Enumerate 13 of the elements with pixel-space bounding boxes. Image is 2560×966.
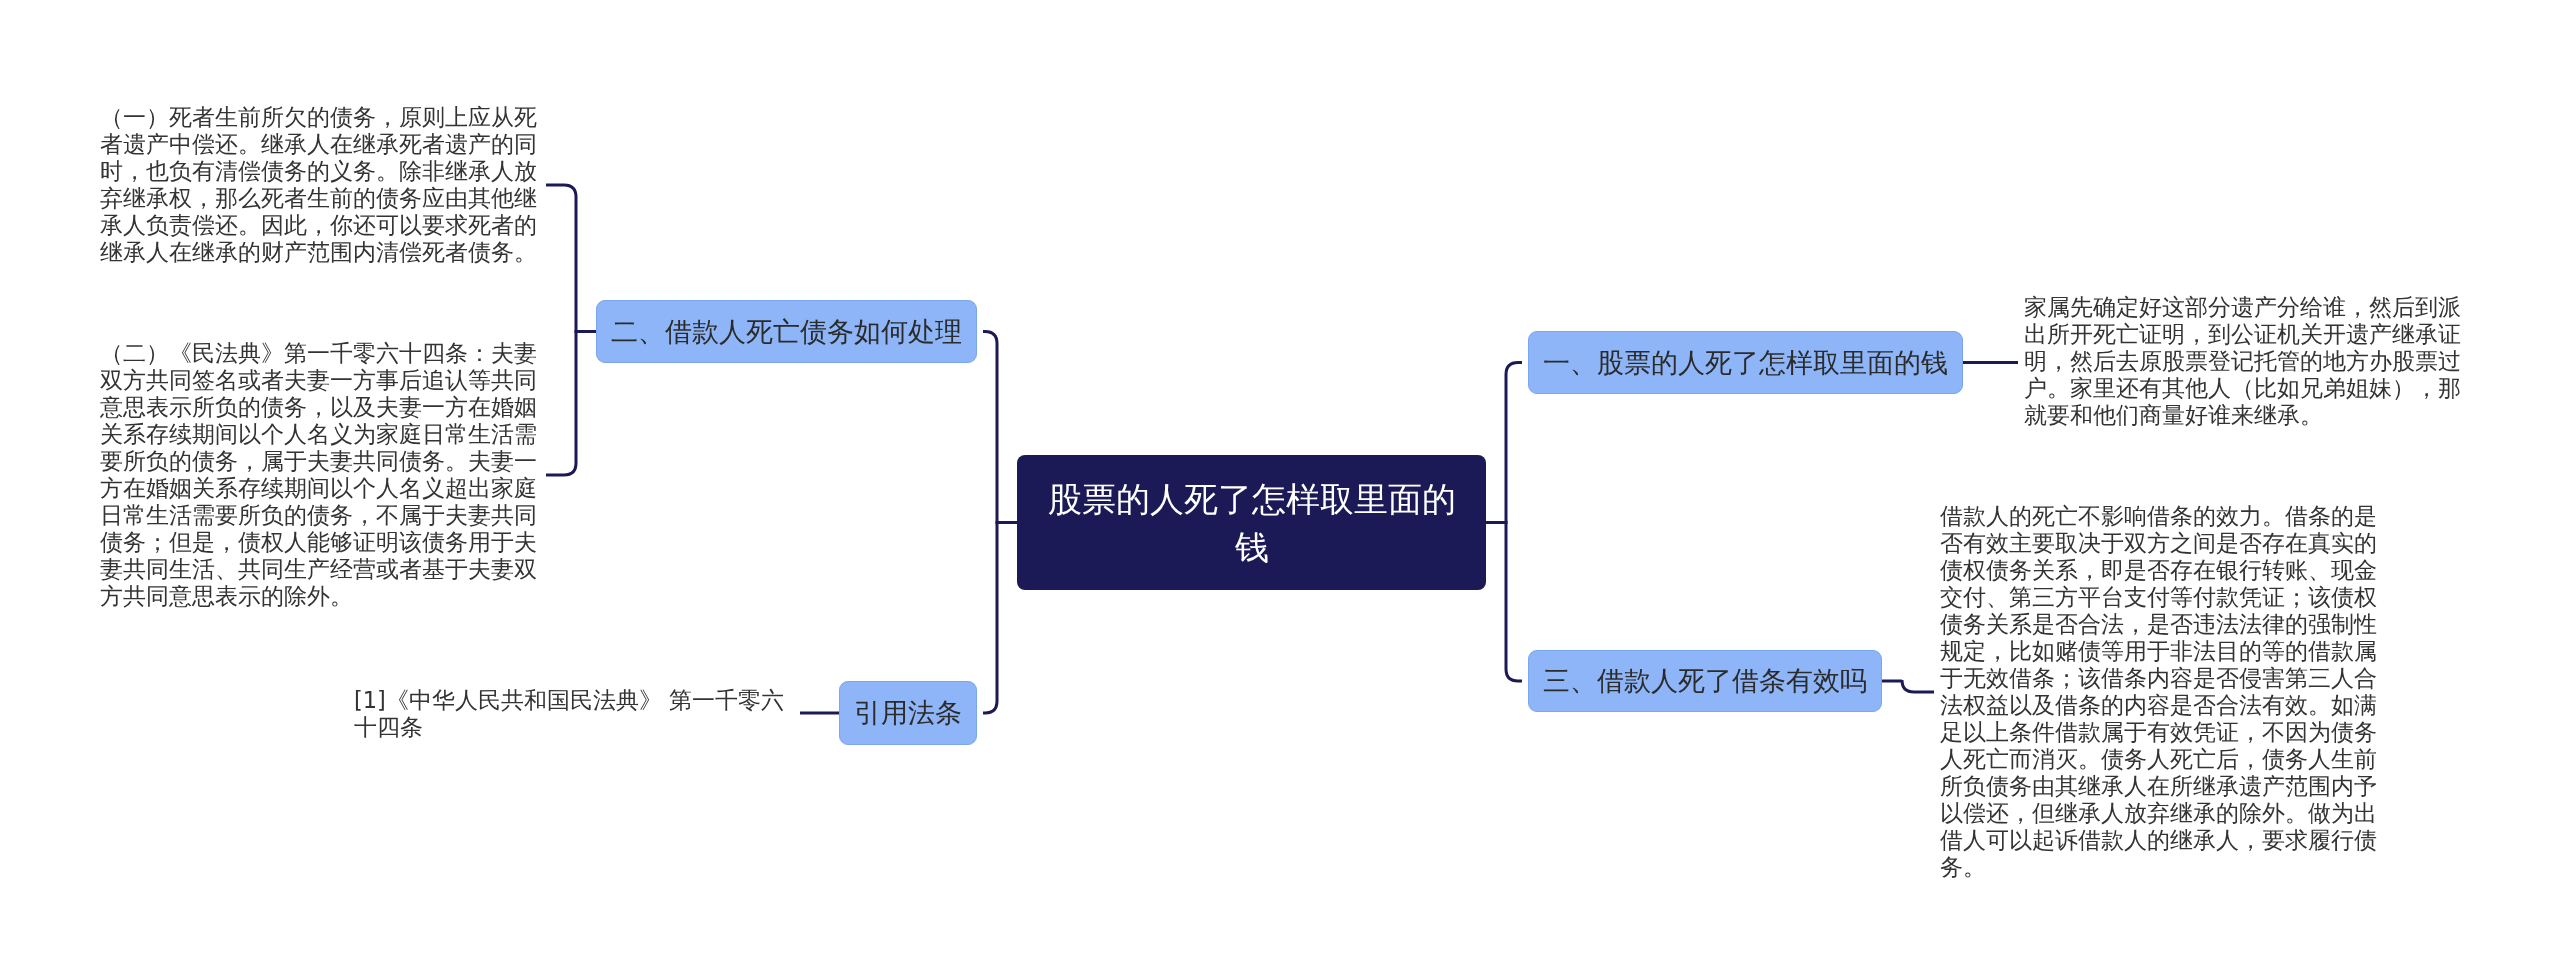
central-topic: 股票的人死了怎样取里面的钱 [1017, 455, 1486, 590]
topic-box: 三、借款人死了借条有效吗 [1528, 650, 1882, 712]
note-text: 家属先确定好这部分遗产分给谁，然后到派出所开死亡证明，到公证机关开遗产继承证明，然后去原股票登记托管的地方办股票过户。家里还有其他人（比如兄弟姐妹），那就要和他们商量好谁来继承。 [2024, 294, 2464, 429]
note-text: 借款人的死亡不影响借条的效力。借条的是否有效主要取决于双方之间是否存在真实的债权债务关系，即是否存在银行转账、现金交付、第三方平台支付等付款凭证；该债权债务关系是否合法，是否违法法律的强制性规定，比如赌债等用于非法目的等的借款属于无效借条；该借条内容是否侵害第三人合法权益以及借条的内容是否合法有效。如满足以上条件借款属于有效凭证，不因为债务人死亡而消灭。债务人死亡后，债务人生前所负债务由其继承人在所继承遗产范围内予以偿还，但继承人放弃继承的除外。做为出借人可以起诉借款人的继承人，要求履行债务。 [1940, 503, 2380, 881]
connector-line [1882, 678, 1934, 694]
note-text: [1]《中华人民共和国民法典》 第一千零六十四条 [354, 687, 794, 741]
note-text: （二）《民法典》第一千零六十四条：夫妻双方共同签名或者夫妻一方事后追认等共同意思表示所负的债务，以及夫妻一方在婚姻关系存续期间以个人名义为家庭日常生活需要所负的债务，属于夫妻共同债务。夫妻一方在婚姻关系存续期间以个人名义超出家庭日常生活需要所负的债务，不属于夫妻共同债务；但是，债权人能够证明该债务用于夫妻共同生活、共同生产经营或者基于夫妻双方共同意思表示的除外。 [100, 340, 540, 610]
topic-box: 一、股票的人死了怎样取里面的钱 [1528, 331, 1963, 394]
topic-box: 引用法条 [839, 681, 977, 745]
note-text: （一）死者生前所欠的债务，原则上应从死者遗产中偿还。继承人在继承死者遗产的同时，也负有清偿债务的义务。除非继承人放弃继承权，那么死者生前的债务应由其他继承人负责偿还。因此，你还可以要求死者的继承人在继承的财产范围内清偿死者债务。 [100, 104, 540, 266]
topic-box: 二、借款人死亡债务如何处理 [596, 300, 977, 363]
connector-line [1963, 361, 2018, 364]
connector-line [800, 711, 839, 715]
